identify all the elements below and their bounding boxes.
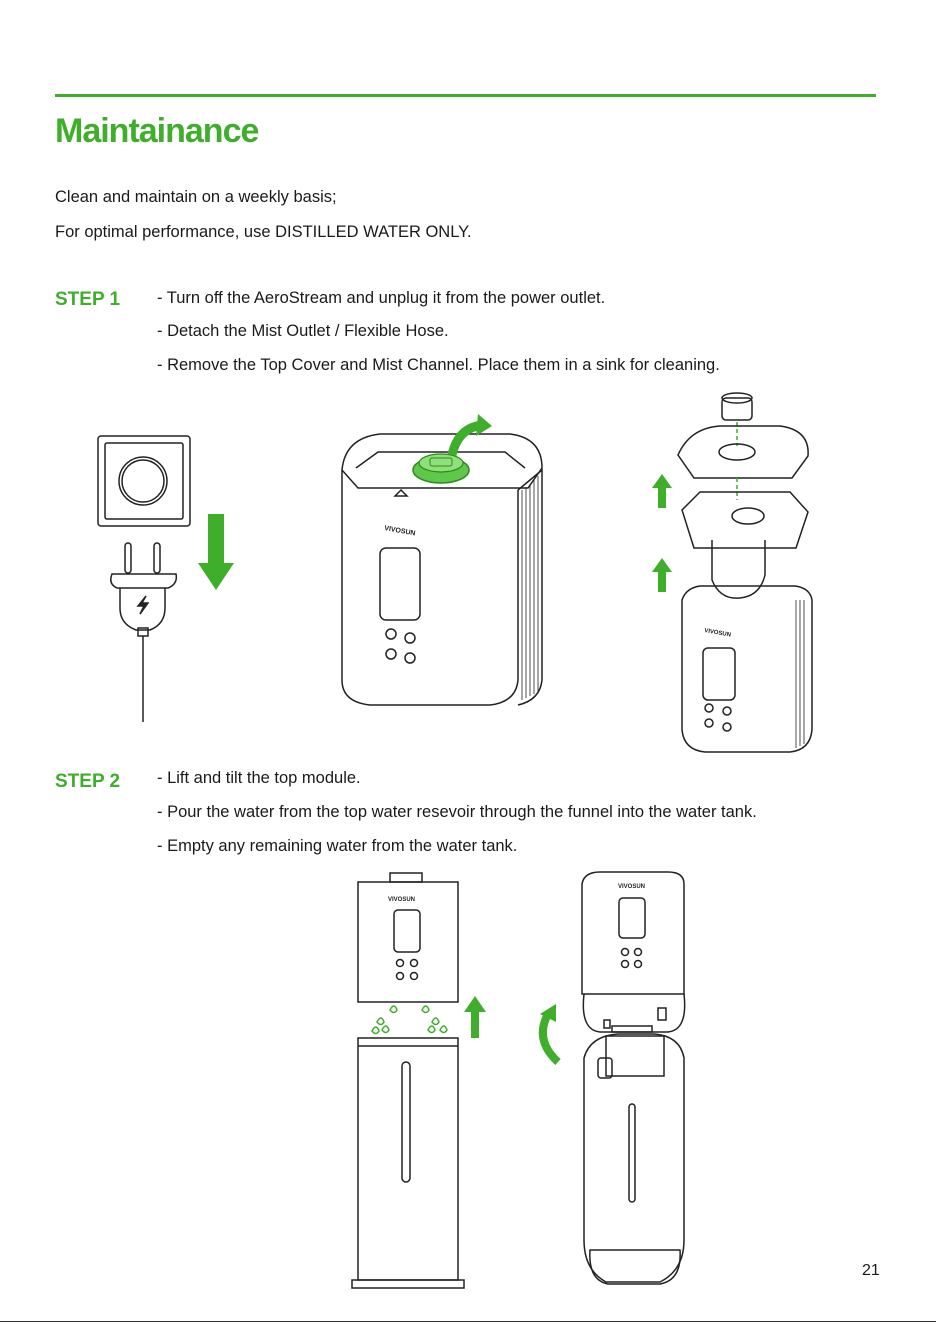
water-drops-icon [371,1005,448,1035]
step-2-line-3: - Empty any remaining water from the wat… [157,837,518,855]
brand-logo: VIVOSUN [388,897,415,903]
header-rule [55,94,876,97]
page-number: 21 [862,1262,880,1279]
humidifier-tilted-illustration: VIVOSUN [581,871,686,1285]
step-1-line-2: - Detach the Mist Outlet / Flexible Hose… [157,322,449,340]
step-2-line-1: - Lift and tilt the top module. [157,769,361,787]
step-1-label: STEP 1 [55,289,121,310]
brand-logo: VIVOSUN [384,525,416,537]
brand-logo: VIVOSUN [704,628,732,639]
humidifier-exploded-illustration: VIVOSUN [677,392,813,753]
intro-line-2: For optimal performance, use DISTILLED W… [55,223,472,241]
up-arrow-icon [652,558,672,592]
page-title: Maintainance [55,112,259,150]
step-1-line-1: - Turn off the AeroStream and unplug it … [157,289,606,307]
step-2-label: STEP 2 [55,771,121,792]
brand-logo: VIVOSUN [618,884,645,890]
up-arrow-icon [464,996,486,1038]
power-plug-icon [110,542,178,722]
step-1-line-3: - Remove the Top Cover and Mist Channel.… [157,356,720,374]
step-2-line-2: - Pour the water from the top water rese… [157,803,757,821]
curved-tilt-arrow-icon [538,1012,561,1065]
intro-line-1: Clean and maintain on a weekly basis; [55,188,337,206]
wall-outlet-icon [97,435,191,527]
top-module-lifted-illustration: VIVOSUN [357,872,459,1003]
down-arrow-icon [198,514,234,590]
water-tank-illustration [351,1037,465,1289]
up-arrow-icon [652,474,672,508]
footer-rule [0,1321,936,1322]
mist-outlet-highlight [412,453,470,484]
